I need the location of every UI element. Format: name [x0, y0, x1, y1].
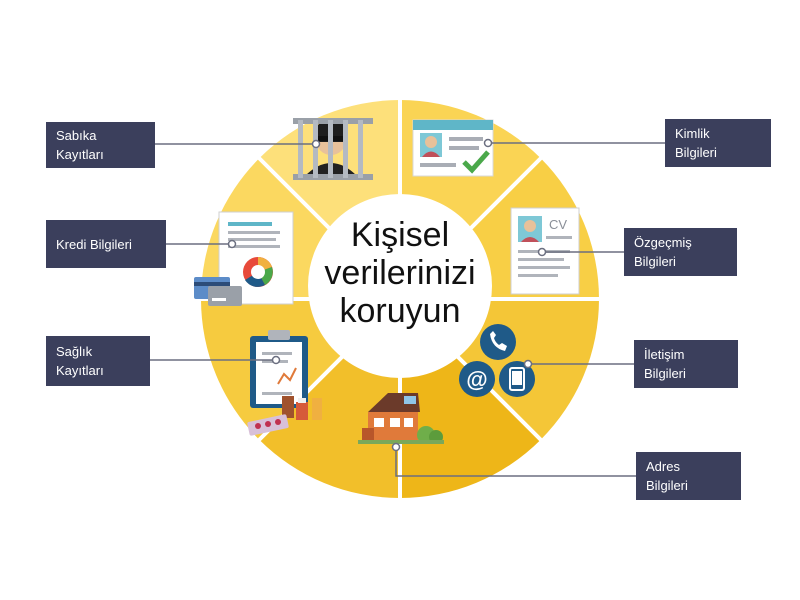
- label-sabika-line-1: Sabıka: [56, 128, 97, 143]
- cv-text: CV: [549, 217, 567, 232]
- center-title-line-3: koruyun: [339, 292, 461, 330]
- label-iletisim-line-2: Bilgileri: [644, 366, 686, 381]
- label-adres-line-2: Bilgileri: [646, 478, 688, 493]
- email-symbol: @: [466, 367, 487, 392]
- phone-icon: [480, 324, 516, 360]
- label-kredi-bilgileri: Kredi Bilgileri: [46, 220, 166, 268]
- label-ozgecmis-bilgileri: Özgeçmiş Bilgileri: [624, 228, 737, 276]
- label-kimlik-bilgileri: Kimlik Bilgileri: [665, 119, 771, 167]
- id-card-icon: [412, 119, 494, 177]
- label-saglik-line-1: Sağlık: [56, 344, 93, 359]
- label-ozgecmis-line-2: Bilgileri: [634, 254, 676, 269]
- label-saglik-line-2: Kayıtları: [56, 363, 104, 378]
- medical-records-icon: [247, 330, 322, 436]
- credit-report-icon: [194, 211, 294, 306]
- email-icon: [459, 361, 495, 397]
- center-title-line-2: verilerinizi: [324, 254, 476, 292]
- label-ozgecmis-line-1: Özgeçmiş: [634, 235, 692, 250]
- label-kimlik-line-2: Bilgileri: [675, 145, 717, 160]
- center-title-line-1: Kişisel: [350, 216, 450, 254]
- label-sabika-line-2: Kayıtları: [56, 147, 104, 162]
- label-iletisim-bilgileri: İletişim Bilgileri: [634, 340, 738, 388]
- label-adres-line-1: Adres: [646, 459, 680, 474]
- connector-lines: [150, 142, 665, 477]
- contact-icons: @: [459, 324, 535, 397]
- prison-bars-icon: [293, 118, 373, 180]
- center-circle: [308, 194, 492, 378]
- label-adres-bilgileri: Adres Bilgileri: [636, 452, 741, 500]
- house-icon: [358, 393, 444, 444]
- label-kredi-line-1: Kredi Bilgileri: [56, 236, 132, 252]
- connector-dots: [227, 138, 547, 452]
- label-kimlik-line-1: Kimlik: [675, 126, 710, 141]
- label-iletisim-line-1: İletişim: [644, 347, 685, 362]
- label-sabika-kayitlari: Sabıka Kayıtları: [46, 122, 155, 168]
- label-saglik-kayitlari: Sağlık Kayıtları: [46, 336, 150, 386]
- center-title: Kişisel verilerinizi koruyun: [300, 216, 500, 330]
